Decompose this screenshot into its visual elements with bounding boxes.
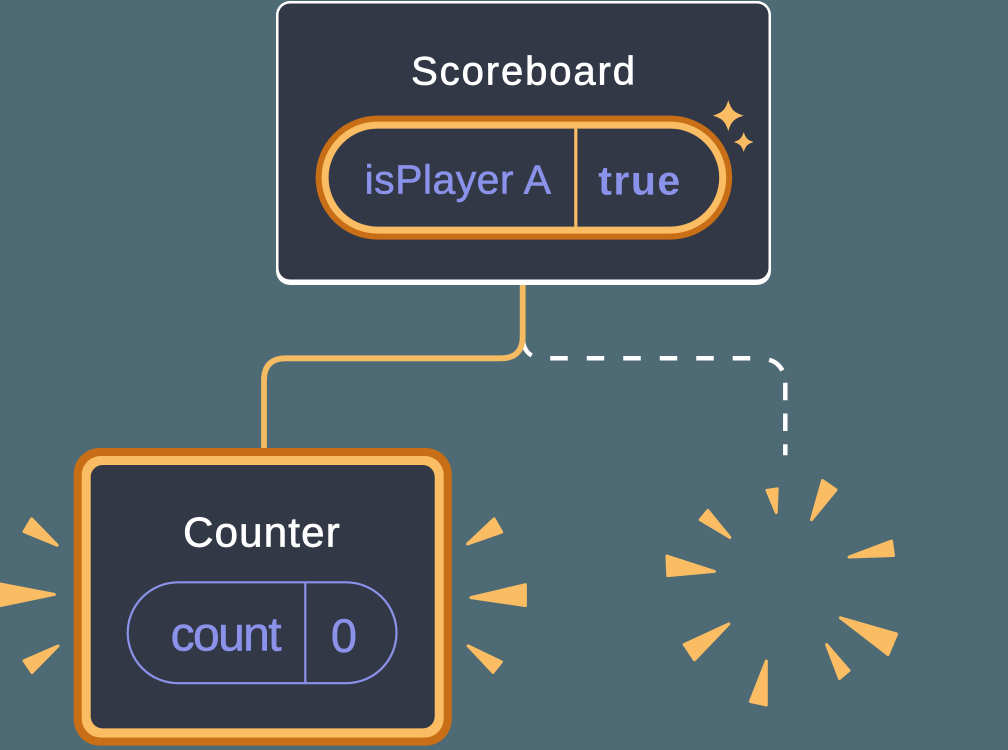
svg-text:count: count [171,609,282,662]
svg-text:isPlayer A: isPlayer A [365,157,552,203]
svg-text:Scoreboard: Scoreboard [411,50,637,94]
svg-text:Counter: Counter [183,508,341,555]
svg-text:0: 0 [331,609,357,662]
svg-text:true: true [598,158,681,204]
